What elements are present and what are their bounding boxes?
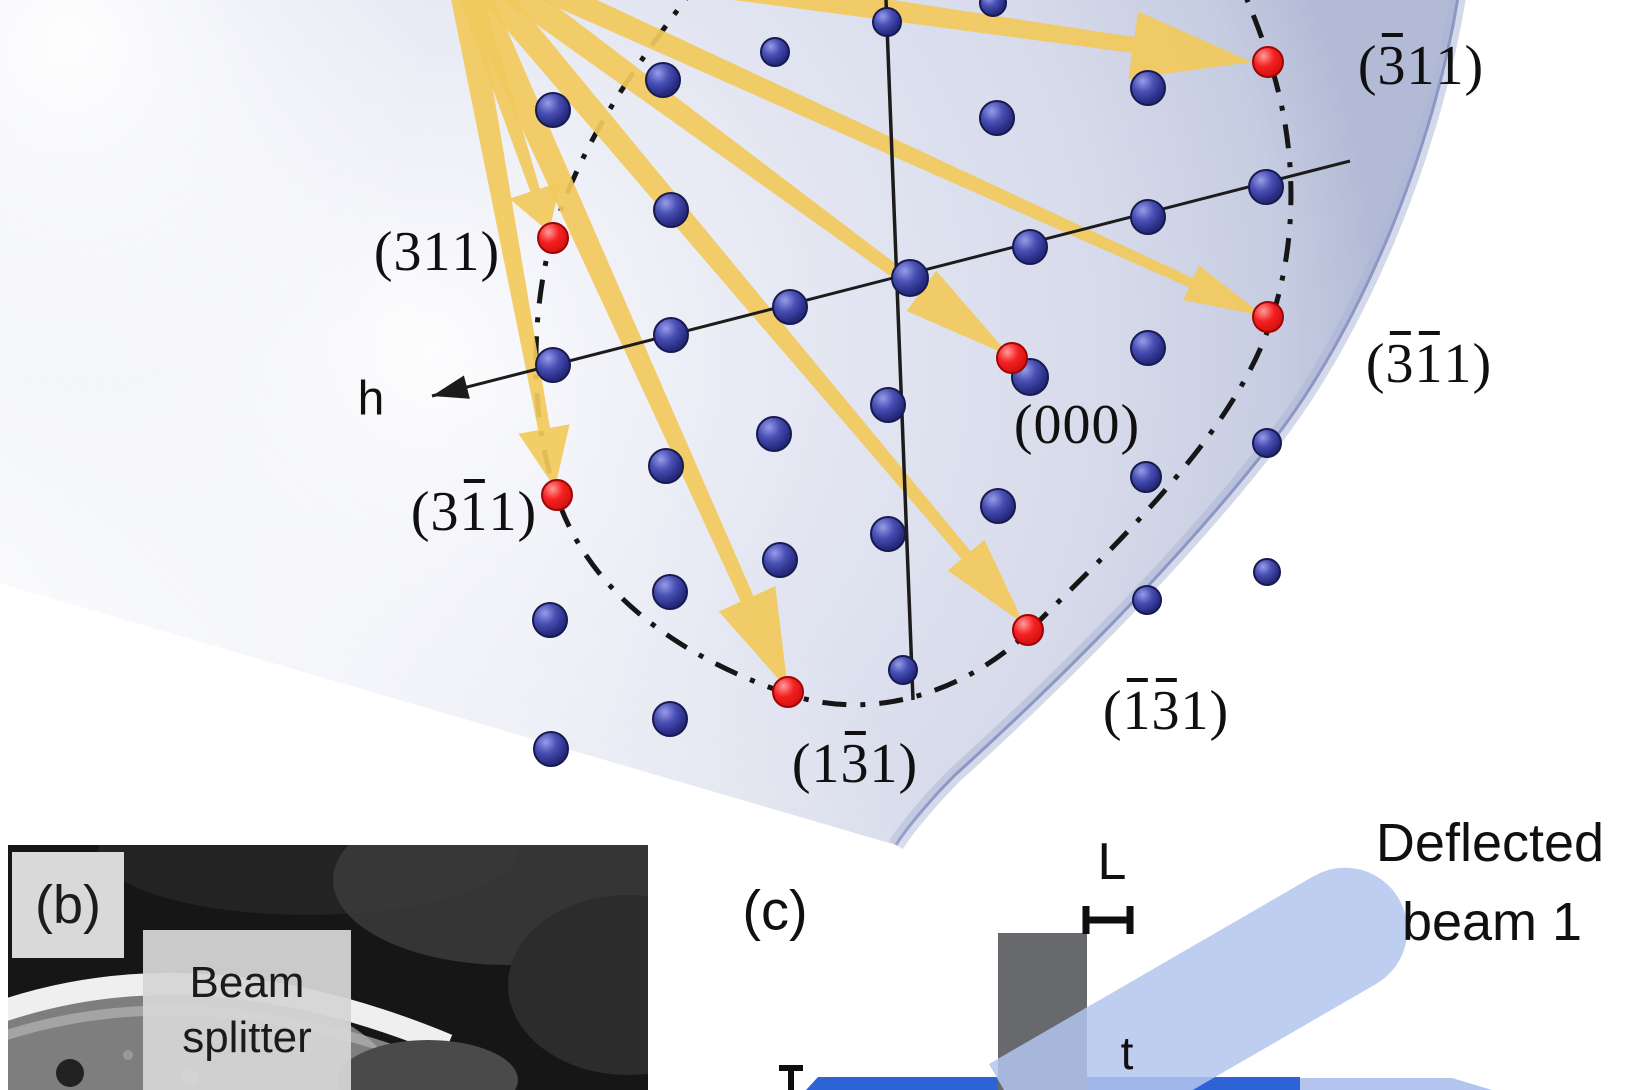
diffracted-beam-arrow [451,0,570,488]
diffraction-spot [1252,301,1284,333]
lattice-dot [1252,428,1282,458]
beam-splitter-label-box: Beam splitter [143,930,351,1090]
diffraction-spot [996,342,1028,374]
diffraction-spot [1252,46,1284,78]
lattice-dot [772,289,808,325]
ewald-sphere [0,0,1635,860]
lattice-dot [648,448,684,484]
ewald-circle [533,0,1294,708]
panel-b-tag: (b) [35,875,101,935]
lattice-dot [979,0,1007,17]
reciprocal-lattice-dots [532,0,1284,767]
lattice-dot [760,37,790,67]
beam-splitter-photo: (b) Beam splitter [8,845,648,1090]
diffraction-spot [537,222,569,254]
diffraction-spot [772,676,804,708]
lattice-dot [891,259,929,297]
lattice-dot [870,387,906,423]
diffraction-spot [1012,614,1044,646]
reciprocal-axes [431,0,1351,701]
lattice-dot [1130,70,1166,106]
lattice-dot [1132,585,1162,615]
lattice-dot [1130,461,1162,493]
lattice-dot [652,701,688,737]
lattice-dot [872,7,902,37]
beam-splitter-label-line2: splitter [182,1013,312,1062]
lattice-dot [1248,169,1284,205]
panel-c-schematic [779,867,1492,1090]
lattice-dot [532,602,568,638]
lattice-dot [870,516,906,552]
lattice-dot [979,100,1015,136]
diffracted-beam-arrow [540,0,1264,316]
panel-b-tag-box: (b) [12,852,124,958]
lattice-dot [756,416,792,452]
lattice-dot [1130,330,1166,366]
lattice-dot [653,317,689,353]
lattice-dot [653,192,689,228]
lattice-dot [888,655,918,685]
lattice-dot [1253,558,1281,586]
lattice-dot [535,347,571,383]
lattice-dot [645,62,681,98]
lattice-dot [533,731,569,767]
lattice-dot [1012,229,1048,265]
lattice-dot [980,488,1016,524]
lattice-dot [1130,199,1166,235]
lattice-dot [535,92,571,128]
beam-splitter-label-line1: Beam [189,958,305,1007]
diffracted-beam-arrow [481,0,1024,624]
diffracted-beam-arrow [502,0,1010,356]
diffraction-spot [541,479,573,511]
lattice-dot [762,542,798,578]
lattice-dot [652,574,688,610]
